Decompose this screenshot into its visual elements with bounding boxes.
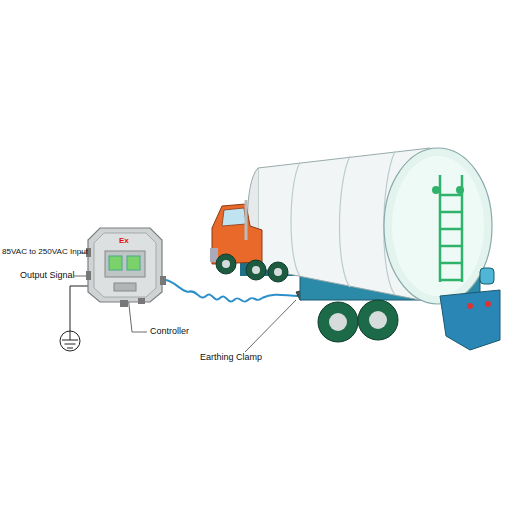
coiled-cable [166, 280, 298, 302]
input-label: 85VAC to 250VAC Input [2, 248, 88, 257]
part-label: Controller [150, 327, 189, 337]
part-label: Earthing Clamp [200, 353, 262, 363]
signal-label: Output Signal [20, 271, 75, 281]
ground-symbol [60, 286, 90, 351]
ex-mark: Ex [119, 237, 129, 246]
controller-housing [86, 228, 166, 307]
tanker-truck [210, 148, 500, 350]
